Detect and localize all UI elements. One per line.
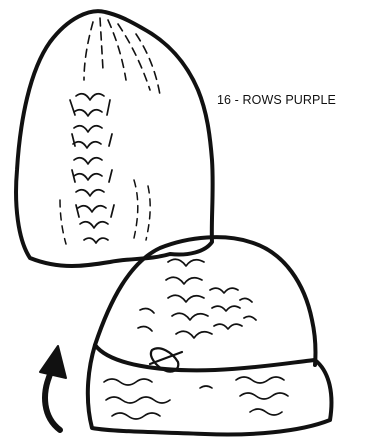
cable-braid-top — [70, 94, 114, 243]
cable-braid-bottom — [138, 259, 256, 338]
rows-purple-label: 16 - ROWS PURPLE — [217, 93, 336, 107]
fold-arrow-icon — [40, 346, 66, 430]
unfolded-hat-outline — [16, 11, 213, 266]
finished-hat-cuff-outline — [88, 345, 332, 434]
finished-hat — [88, 237, 332, 434]
finished-hat-crown-outline — [95, 237, 316, 365]
unfolded-hat — [16, 11, 213, 266]
unfolded-hat-lower-ribs — [60, 180, 150, 244]
cuff-texture — [104, 377, 288, 419]
